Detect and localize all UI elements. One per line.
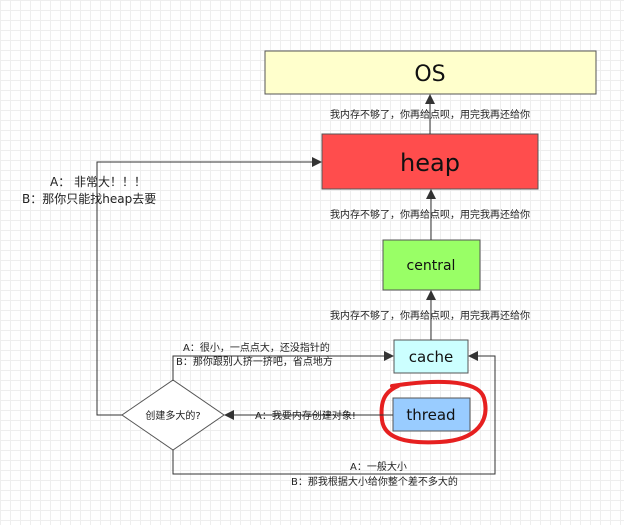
heap-node: heap [321,133,539,190]
edge-decision-to-heap [96,157,322,416]
thread-label: thread [406,406,455,424]
central-node: central [382,239,481,291]
os-label: OS [414,62,445,87]
decision-node: 创建多大的? [121,379,225,451]
label-heap-to-os: 我内存不够了，你再给点呗，用完我再还给你 [330,108,530,121]
label-medium-line-a: A：一般大小 [350,460,407,473]
label-thread-to-decision: A：我要内存创建对象! [255,409,356,422]
decision-label: 创建多大的? [145,409,200,422]
cache-label: cache [409,348,453,366]
os-node: OS [264,50,597,95]
label-small-line-b: B：那你跟别人挤一挤吧，省点地方 [176,355,333,368]
edge-decision-to-cache-medium [172,351,496,475]
label-small-line-a: A：很小，一点点大，还没指针的 [183,341,330,354]
cache-node: cache [393,339,469,374]
label-medium-line-b: B：那我根据大小给你整个差不多大的 [291,475,458,488]
edge-decision-to-cache-small [172,351,394,380]
label-heap-line-a: A： 非常大！！！ [50,175,146,189]
label-heap-line-b: B：那你只能找heap去要 [22,192,156,206]
label-central-to-heap: 我内存不够了，你再给点呗，用完我再还给你 [330,208,530,221]
label-cache-to-central: 我内存不够了，你再给点呗，用完我再还给你 [330,309,530,322]
thread-highlight-circle [379,379,488,445]
central-label: central [407,258,456,274]
thread-node: thread [392,397,471,432]
heap-label: heap [400,149,460,177]
